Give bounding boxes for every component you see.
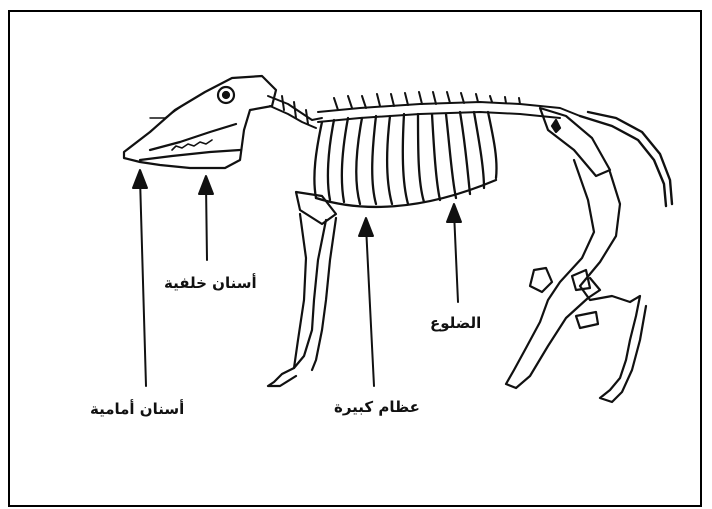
front-legs	[268, 192, 336, 386]
arrow-big-bones	[359, 218, 374, 386]
label-ribs: الضلوع	[430, 314, 481, 332]
skull	[124, 76, 276, 168]
label-back-teeth: أسنان خلفية	[164, 274, 257, 292]
tail	[580, 112, 672, 206]
neck-vertebrae	[268, 96, 322, 128]
hind-legs	[506, 108, 646, 402]
label-front-teeth: أسنان أمامية	[90, 400, 184, 418]
label-big-bones: عظام كبيرة	[334, 398, 420, 416]
arrow-ribs	[447, 204, 461, 302]
arrow-front-teeth	[133, 170, 147, 386]
spine	[318, 92, 580, 122]
rib-cage	[314, 112, 496, 207]
arrow-back-teeth	[199, 176, 213, 260]
